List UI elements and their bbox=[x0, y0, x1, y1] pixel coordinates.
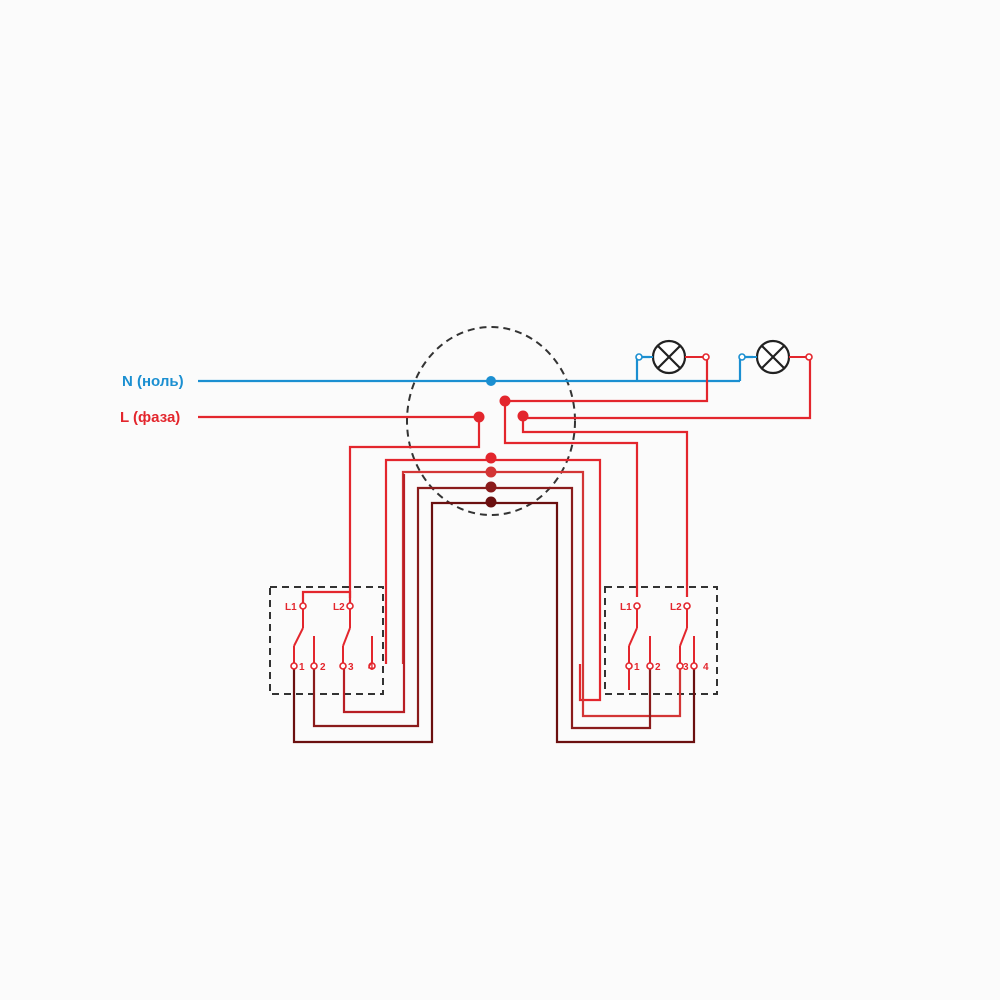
left-terminal-L2: L2 bbox=[333, 602, 345, 613]
left-terminal-1: 1 bbox=[299, 662, 305, 673]
right-terminal-4: 4 bbox=[703, 662, 709, 673]
left-terminal-4: 4 bbox=[368, 662, 374, 673]
neutral-junction-dot bbox=[486, 376, 496, 386]
right-terminal-3: 3 bbox=[683, 662, 689, 673]
lamp-2-return bbox=[521, 357, 812, 597]
lamp-1-return bbox=[503, 357, 709, 597]
bundle-dot-1 bbox=[485, 452, 497, 464]
switch-box-left bbox=[269, 586, 384, 695]
lamp-1-junction-dot bbox=[499, 395, 511, 407]
right-terminal-1: 1 bbox=[634, 662, 640, 673]
switch-box-right bbox=[604, 586, 718, 695]
phase-label: L (фаза) bbox=[120, 409, 180, 426]
lamp-1 bbox=[635, 339, 710, 375]
left-terminal-L1: L1 bbox=[285, 602, 297, 613]
switch-left: L1 L2 1 2 3 4 bbox=[285, 590, 376, 673]
left-terminal-3: 3 bbox=[348, 662, 354, 673]
right-terminal-2: 2 bbox=[655, 662, 661, 673]
right-terminal-L1: L1 bbox=[620, 602, 632, 613]
phase-line bbox=[198, 415, 481, 598]
lamp-2-junction-dot bbox=[517, 410, 529, 422]
wire-3 bbox=[342, 474, 406, 714]
phase-junction-dot bbox=[473, 411, 485, 423]
junction-box bbox=[406, 326, 576, 516]
switch-right: L1 L2 1 2 3 4 bbox=[620, 602, 709, 690]
bundle-dot-2 bbox=[485, 466, 497, 478]
bundle-dot-4 bbox=[485, 496, 497, 508]
left-terminal-2: 2 bbox=[320, 662, 326, 673]
lamp-2 bbox=[738, 339, 813, 375]
right-terminal-L2: L2 bbox=[670, 602, 682, 613]
bundle-dot-3 bbox=[485, 481, 497, 493]
neutral-label: N (ноль) bbox=[122, 373, 184, 390]
wire-1 bbox=[384, 458, 602, 702]
